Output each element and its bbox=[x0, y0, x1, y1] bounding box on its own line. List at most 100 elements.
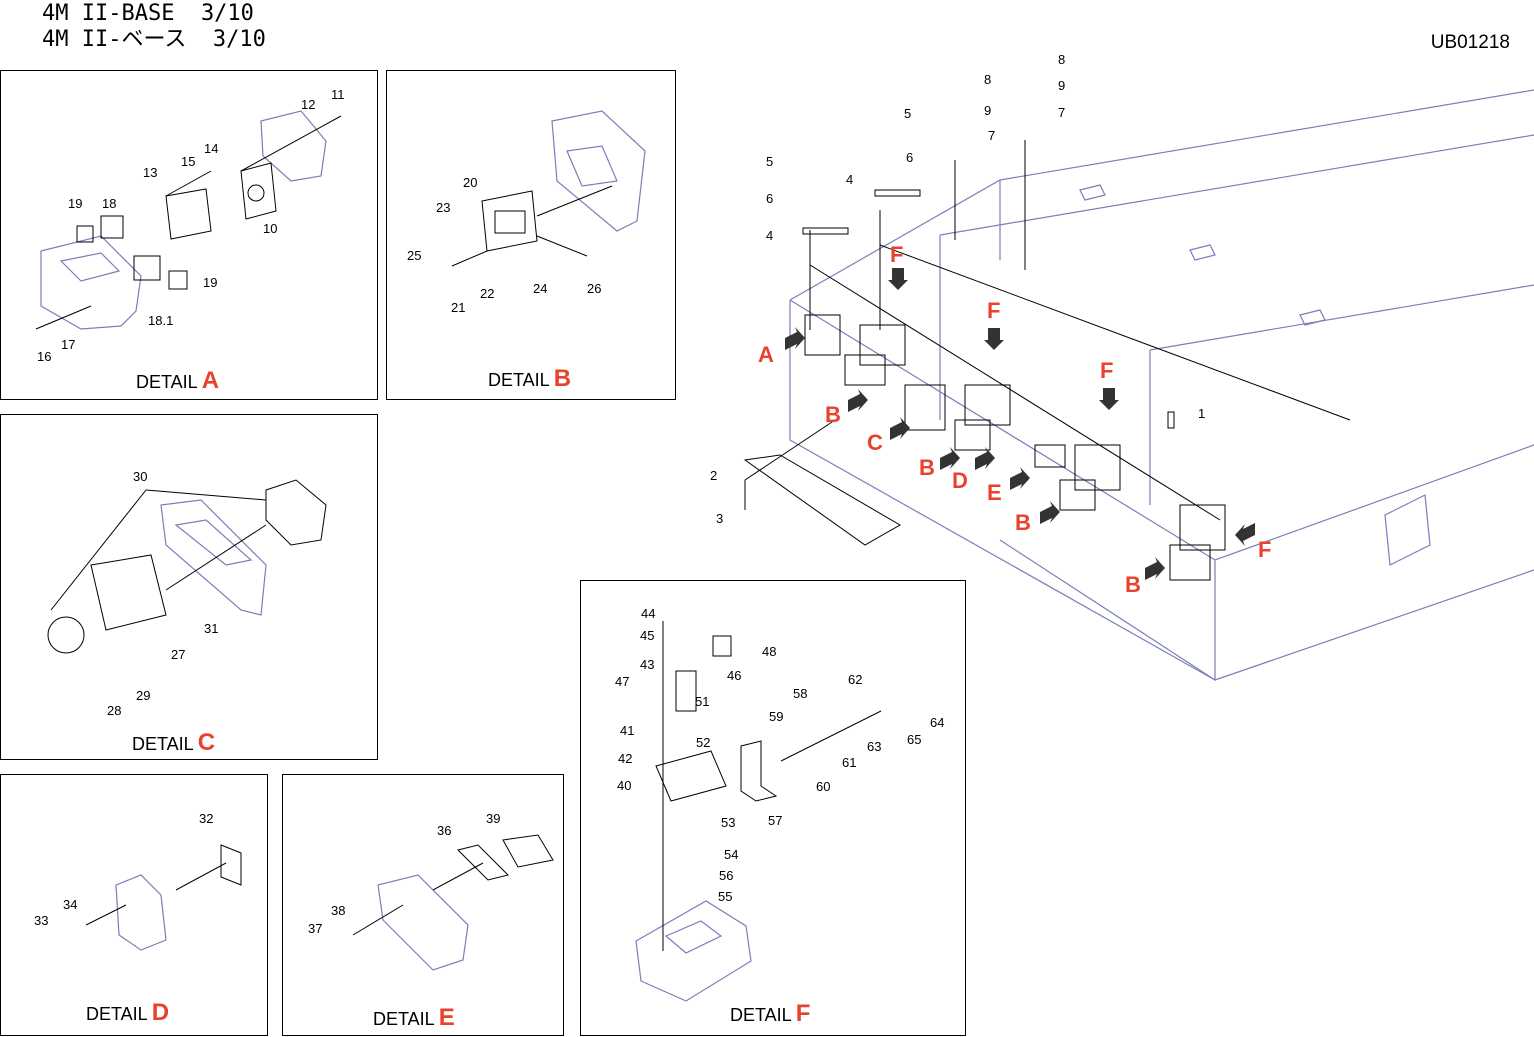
part-number-c-0: 27 bbox=[171, 647, 185, 662]
callout-b-3: B bbox=[919, 455, 935, 480]
detail-c-parts-lines bbox=[47, 479, 327, 654]
detail-f-plate-outline bbox=[635, 900, 752, 1002]
page-title-jp: 4M II-ベース 3/10 bbox=[42, 27, 266, 52]
part-number-b-2: 22 bbox=[480, 286, 494, 301]
part-number-f-16: 58 bbox=[793, 686, 807, 701]
part-number-a-9: 18.1 bbox=[148, 313, 173, 328]
leader-lines bbox=[744, 140, 1351, 521]
detail-c-letter: C bbox=[197, 729, 216, 756]
part-number-f-12: 54 bbox=[724, 847, 738, 862]
part-number-e-1: 37 bbox=[308, 921, 322, 936]
part-number-f-7: 47 bbox=[615, 674, 629, 689]
part-number-b-3: 23 bbox=[436, 200, 450, 215]
part-number-f-0: 40 bbox=[617, 778, 631, 793]
callout-a-0: A bbox=[758, 342, 774, 367]
detail-d-parts-lines bbox=[85, 844, 242, 926]
part-number-f-19: 61 bbox=[842, 755, 856, 770]
main-part-number-8: 6 bbox=[766, 191, 773, 206]
part-number-c-1: 28 bbox=[107, 703, 121, 718]
detail-b-prefix: DETAIL bbox=[488, 370, 550, 390]
part-number-a-3: 13 bbox=[143, 165, 157, 180]
main-part-number-10: 7 bbox=[1058, 105, 1065, 120]
detail-d-drawing: 32 33 34 bbox=[34, 811, 242, 951]
detail-f-prefix: DETAIL bbox=[730, 1005, 792, 1025]
detail-d-plate-outline bbox=[115, 874, 167, 951]
detail-a-letter: A bbox=[201, 367, 220, 394]
detail-a-plate-outline bbox=[40, 110, 327, 330]
detail-a-prefix: DETAIL bbox=[136, 372, 198, 392]
part-number-f-18: 60 bbox=[816, 779, 830, 794]
part-number-a-7: 17 bbox=[61, 337, 75, 352]
part-number-b-0: 20 bbox=[463, 175, 477, 190]
part-number-a-2: 12 bbox=[301, 97, 315, 112]
main-part-number-3: 4 bbox=[846, 172, 853, 187]
part-number-a-1: 11 bbox=[331, 87, 345, 102]
main-part-number-11: 8 bbox=[984, 72, 991, 87]
main-part-number-1: 2 bbox=[710, 468, 717, 483]
part-number-f-5: 45 bbox=[640, 628, 654, 643]
detail-f-letter: F bbox=[795, 1000, 811, 1027]
part-number-f-15: 57 bbox=[768, 813, 782, 828]
part-number-d-2: 34 bbox=[63, 897, 77, 912]
part-number-b-6: 26 bbox=[587, 281, 601, 296]
part-number-b-4: 24 bbox=[533, 281, 547, 296]
detail-e-letter: E bbox=[438, 1004, 455, 1031]
part-number-f-9: 51 bbox=[695, 694, 709, 709]
part-number-e-3: 39 bbox=[486, 811, 500, 826]
main-part-number-14: 9 bbox=[1058, 78, 1065, 93]
part-number-a-4: 14 bbox=[204, 141, 218, 156]
detail-e-drawing: 36 37 38 39 bbox=[308, 811, 554, 971]
callout-b-2: B bbox=[1015, 510, 1031, 535]
detail-d-prefix: DETAIL bbox=[86, 1004, 148, 1024]
callout-c-5: C bbox=[867, 430, 883, 455]
part-number-f-20: 62 bbox=[848, 672, 862, 687]
main-part-number-2: 3 bbox=[716, 511, 723, 526]
part-number-f-17: 59 bbox=[769, 709, 783, 724]
main-part-number-6: 5 bbox=[766, 154, 773, 169]
part-number-f-14: 56 bbox=[719, 868, 733, 883]
main-part-number-4: 4 bbox=[766, 228, 773, 243]
main-part-number-5: 5 bbox=[904, 106, 911, 121]
part-number-f-8: 48 bbox=[762, 644, 776, 659]
detail-a-parts-lines bbox=[35, 115, 342, 330]
part-number-f-10: 52 bbox=[696, 735, 710, 750]
main-part-number-13: 9 bbox=[984, 103, 991, 118]
drawing-code: UB01218 bbox=[1430, 32, 1510, 53]
part-number-d-1: 33 bbox=[34, 913, 48, 928]
part-number-a-8: 18 bbox=[102, 196, 116, 211]
part-number-a-6: 16 bbox=[37, 349, 51, 364]
part-number-a-5: 15 bbox=[181, 154, 195, 169]
part-number-a-10: 19 bbox=[68, 196, 82, 211]
detail-c-prefix: DETAIL bbox=[132, 734, 194, 754]
part-number-f-22: 64 bbox=[930, 715, 944, 730]
detail-c-plate-outline bbox=[160, 499, 267, 616]
detail-d-letter: D bbox=[151, 999, 170, 1026]
callout-f-9: F bbox=[987, 298, 1000, 323]
callout-e-7: E bbox=[987, 480, 1002, 505]
part-number-f-21: 63 bbox=[867, 739, 881, 754]
part-number-d-0: 32 bbox=[199, 811, 213, 826]
part-number-f-3: 43 bbox=[640, 657, 654, 672]
sub-assemblies bbox=[743, 189, 1226, 581]
callout-b-1: B bbox=[825, 402, 841, 427]
detail-b-parts-lines bbox=[451, 185, 613, 267]
detail-b-plate-outline bbox=[551, 110, 646, 232]
part-number-f-13: 55 bbox=[718, 889, 732, 904]
part-number-e-2: 38 bbox=[331, 903, 345, 918]
detail-d-panel: 32 33 34 bbox=[0, 774, 268, 1036]
main-part-number-9: 7 bbox=[988, 128, 995, 143]
callout-f-10: F bbox=[1100, 358, 1113, 383]
part-number-e-0: 36 bbox=[437, 823, 451, 838]
part-number-a-0: 10 bbox=[263, 221, 277, 236]
part-number-c-3: 30 bbox=[133, 469, 147, 484]
